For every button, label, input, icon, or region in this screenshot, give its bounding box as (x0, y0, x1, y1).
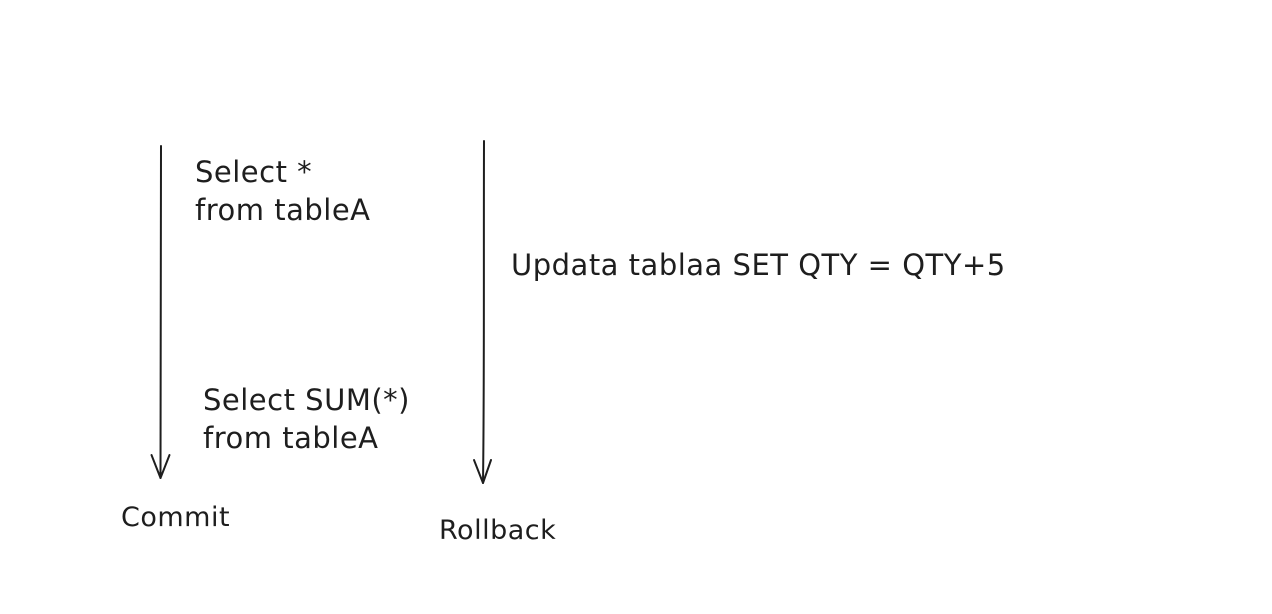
transaction-1-arrow-head (150, 454, 171, 479)
commit-label: Commit (121, 502, 231, 533)
transaction-1-arrow-shaft (159, 145, 162, 479)
query-line: Select * (195, 155, 313, 189)
query-line: from tableA (195, 193, 371, 227)
transaction-1-select-sum-query: Select SUM(*) from tableA (203, 381, 410, 457)
query-line: from tableA (203, 421, 379, 455)
transaction-2-update-query: Updata tablaa SET QTY = QTY+5 (511, 248, 1006, 282)
transaction-1-timeline-arrow (150, 145, 171, 479)
transaction-2-timeline-arrow (473, 140, 492, 484)
transaction-2-arrow-head (473, 459, 492, 484)
transaction-1-select-all-query: Select * from tableA (195, 153, 371, 229)
query-line: Select SUM(*) (203, 383, 410, 417)
rollback-label: Rollback (439, 515, 557, 546)
transaction-2-arrow-shaft (482, 140, 485, 484)
